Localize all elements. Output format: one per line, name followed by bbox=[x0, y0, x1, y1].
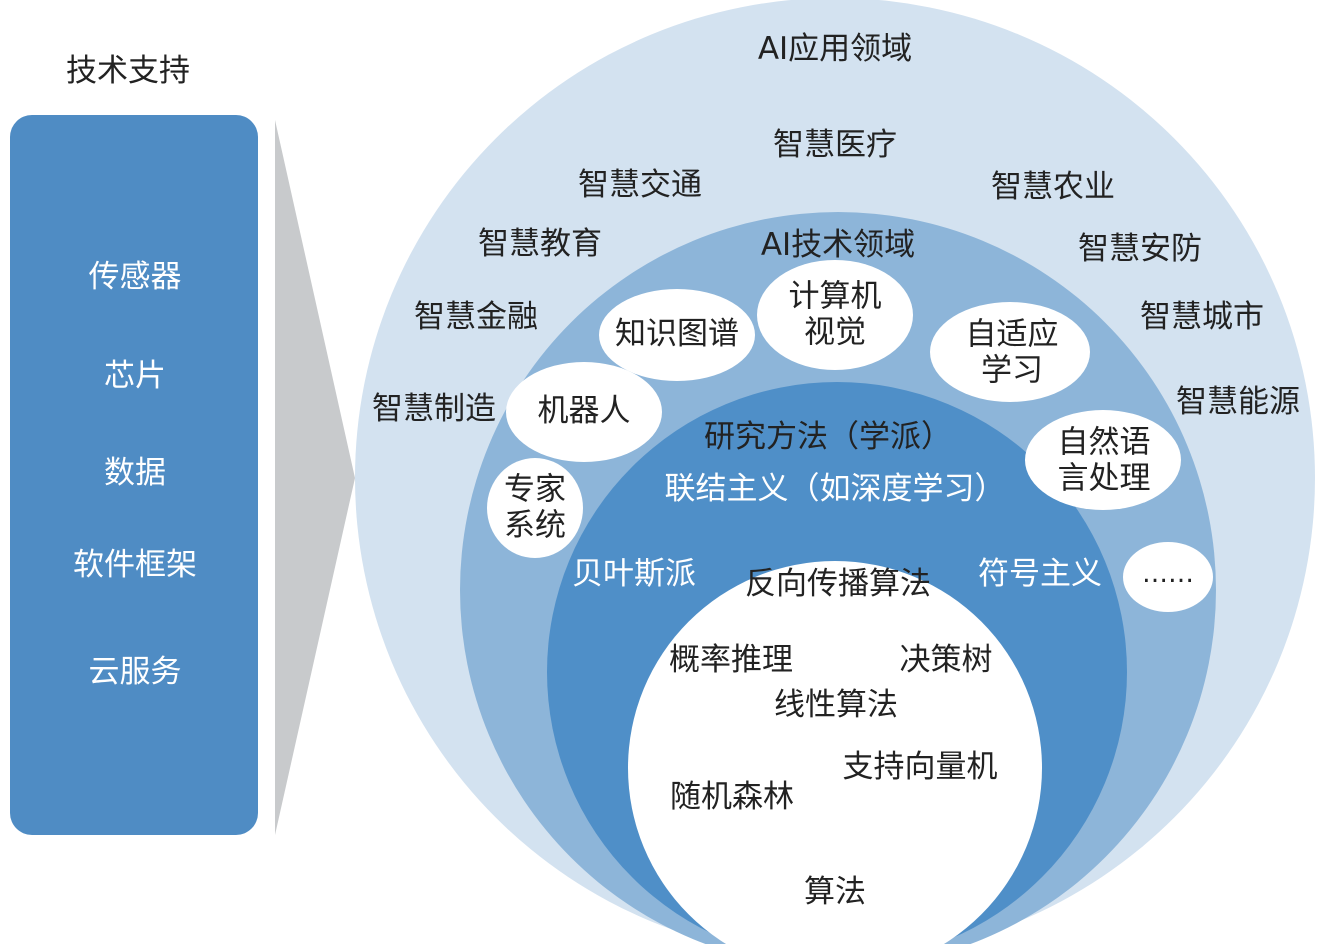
support-item: 传感器 bbox=[88, 259, 182, 296]
bubble-robot bbox=[506, 362, 662, 462]
technology-title: AI技术领域 bbox=[760, 227, 916, 264]
bubble-nlp bbox=[1025, 410, 1181, 510]
methods-item: 符号主义 bbox=[978, 556, 1102, 593]
algorithm-item: 反向传播算法 bbox=[745, 566, 931, 603]
application-item: 智慧医疗 bbox=[773, 127, 897, 164]
support-panel bbox=[10, 115, 258, 835]
application-item: 智慧金融 bbox=[414, 299, 538, 336]
algorithms-title: 算法 bbox=[804, 874, 866, 911]
application-item: 智慧安防 bbox=[1078, 231, 1202, 268]
algorithm-item: 决策树 bbox=[899, 642, 993, 679]
technology-item: 自适应学习 bbox=[965, 316, 1059, 388]
technology-item-more: …… bbox=[1142, 559, 1194, 590]
application-item: 智慧制造 bbox=[372, 391, 496, 428]
technology-item: 计算机视觉 bbox=[788, 278, 882, 350]
algorithm-item: 概率推理 bbox=[669, 642, 793, 679]
application-item: 智慧教育 bbox=[478, 226, 602, 263]
technology-item: 机器人 bbox=[537, 393, 631, 430]
support-item: 芯片 bbox=[104, 358, 166, 395]
algorithms-circle bbox=[628, 561, 1042, 944]
methods-item: 联结主义（如深度学习） bbox=[664, 471, 1006, 508]
application-title: AI应用领域 bbox=[757, 31, 913, 68]
technology-item: 知识图谱 bbox=[615, 316, 739, 353]
methods-title: 研究方法（学派） bbox=[704, 419, 952, 456]
algorithm-item: 线性算法 bbox=[774, 687, 898, 724]
methods-item: 贝叶斯派 bbox=[572, 556, 696, 593]
technology-item: 专家系统 bbox=[504, 471, 566, 543]
bubble-more bbox=[1123, 542, 1213, 612]
algorithm-item: 随机森林 bbox=[670, 779, 794, 816]
pointer-triangle bbox=[275, 120, 355, 835]
bubble-adaptive-learning bbox=[930, 302, 1090, 402]
bubble-knowledge-graph bbox=[599, 289, 755, 381]
left-title: 技术支持 bbox=[66, 53, 190, 90]
technology-item: 自然语言处理 bbox=[1057, 424, 1151, 496]
algorithm-item: 支持向量机 bbox=[842, 749, 998, 786]
application-item: 智慧交通 bbox=[578, 167, 702, 204]
support-item: 云服务 bbox=[88, 654, 182, 691]
bubble-expert-system bbox=[487, 458, 583, 558]
application-item: 智慧城市 bbox=[1140, 299, 1264, 336]
support-item: 数据 bbox=[104, 455, 166, 492]
application-item: 智慧农业 bbox=[991, 169, 1115, 206]
application-item: 智慧能源 bbox=[1176, 384, 1300, 421]
bubble-computer-vision bbox=[757, 260, 913, 370]
support-item: 软件框架 bbox=[73, 547, 197, 584]
